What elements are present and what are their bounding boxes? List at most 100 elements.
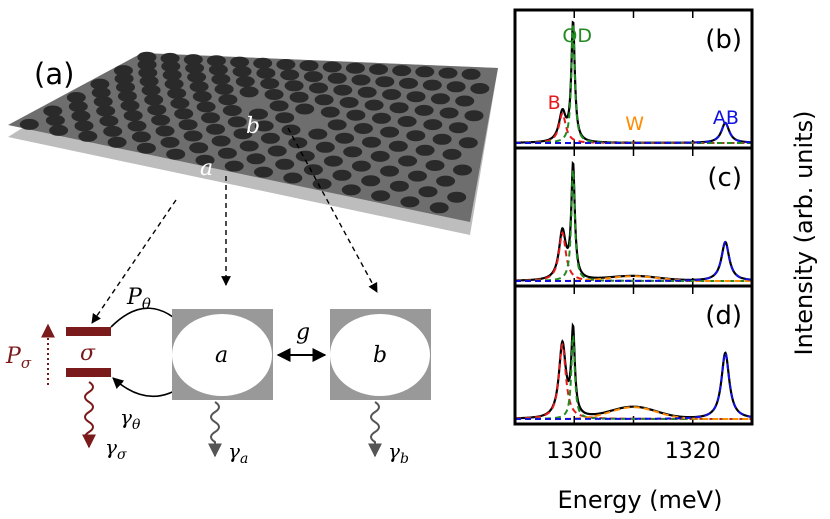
crystal-hole bbox=[275, 112, 295, 124]
projection-arrow-b bbox=[287, 127, 378, 293]
crystal-hole bbox=[357, 86, 377, 98]
crystal-hole bbox=[233, 128, 253, 140]
cavity-b-label: b bbox=[373, 343, 387, 368]
crystal-hole bbox=[406, 91, 426, 103]
series-W-line bbox=[515, 406, 752, 420]
crystal-hole bbox=[123, 110, 143, 122]
emitter-lower-level bbox=[66, 368, 111, 377]
crystal-hole bbox=[418, 186, 438, 198]
crystal-hole bbox=[314, 94, 334, 106]
crystal-hole bbox=[206, 123, 225, 135]
crystal-hole bbox=[309, 82, 328, 94]
crystal-hole bbox=[327, 72, 347, 84]
crystal-hole bbox=[160, 52, 180, 64]
panel-a: (a) b a bbox=[8, 51, 498, 324]
crystal-hole bbox=[141, 84, 161, 96]
crystal-hole bbox=[372, 112, 391, 124]
crystal-hole bbox=[322, 61, 342, 73]
crystal-hole bbox=[211, 135, 231, 147]
crystal-hole bbox=[432, 133, 452, 145]
crystal-hole bbox=[458, 137, 478, 149]
crystal-hole bbox=[71, 110, 91, 122]
crystal-hole bbox=[453, 164, 472, 176]
crystal-hole bbox=[90, 78, 110, 90]
crystal-hole bbox=[464, 110, 484, 122]
crystal-hole bbox=[380, 126, 400, 138]
crystal-hole bbox=[99, 115, 119, 127]
crystal-hole bbox=[399, 77, 418, 89]
spectrum-panel-2: (c) bbox=[513, 146, 754, 288]
crystal-hole bbox=[66, 92, 86, 103]
crystal-hole bbox=[120, 100, 140, 112]
crystal-hole bbox=[425, 160, 445, 171]
crystal-hole bbox=[208, 64, 228, 76]
crystal-hole bbox=[470, 83, 490, 94]
crystal-hole bbox=[430, 93, 450, 105]
crystal-hole bbox=[339, 97, 359, 108]
crystal-hole bbox=[295, 150, 315, 162]
cavity-a-label: a bbox=[215, 343, 228, 368]
crystal-hole bbox=[364, 99, 384, 111]
crystal-hole bbox=[260, 132, 280, 144]
crystal-hole bbox=[155, 125, 175, 137]
crystal-hole bbox=[436, 175, 456, 187]
model-diagram: Pσ σ γσ Pθ γθ a γa g b γb bbox=[5, 285, 431, 467]
pump-sigma-label: Pσ bbox=[5, 344, 32, 372]
crystal-hole bbox=[283, 172, 303, 184]
crystal-hole bbox=[230, 56, 250, 68]
crystal-hole bbox=[45, 114, 65, 126]
crystal-hole bbox=[201, 112, 220, 124]
crystal-hole bbox=[442, 148, 462, 160]
crystal-hole bbox=[260, 78, 280, 90]
crystal-hole bbox=[351, 160, 371, 172]
gamma-sigma-label: γσ bbox=[105, 435, 127, 463]
crystal-hole bbox=[174, 108, 194, 120]
crystal-hole bbox=[161, 60, 181, 72]
crystal-hole bbox=[375, 76, 395, 88]
crystal-hole bbox=[392, 65, 412, 77]
crystal-hole bbox=[388, 140, 408, 152]
crystal-hole bbox=[253, 57, 273, 69]
crystal-hole bbox=[160, 136, 180, 148]
crystal-hole bbox=[361, 175, 381, 187]
crystal-hole bbox=[189, 142, 209, 154]
crystal-hole bbox=[117, 90, 137, 102]
crystal-hole bbox=[103, 125, 123, 137]
crystal-hole bbox=[214, 83, 234, 95]
crystal-hole bbox=[192, 91, 212, 102]
cavity-a-mode bbox=[172, 314, 272, 396]
gamma-b-label: γb bbox=[388, 439, 409, 467]
crystal-hole bbox=[299, 60, 319, 72]
crystal-hole bbox=[178, 119, 198, 131]
crystal-hole bbox=[232, 66, 252, 77]
crystal-hole bbox=[43, 105, 63, 117]
crystal-hole bbox=[217, 147, 237, 159]
crystal-hole bbox=[113, 65, 133, 77]
crystal-hole bbox=[224, 160, 244, 172]
crystal-hole bbox=[346, 109, 366, 121]
crystal-hole bbox=[429, 202, 449, 214]
crystal-hole bbox=[389, 102, 409, 114]
slab-label-a: a bbox=[200, 156, 213, 181]
crystal-hole bbox=[264, 89, 284, 100]
crystal-hole bbox=[351, 74, 371, 86]
crystal-hole bbox=[438, 67, 458, 79]
crystal-hole bbox=[415, 66, 435, 78]
crystal-hole bbox=[96, 105, 116, 117]
crystal-hole bbox=[406, 130, 426, 142]
series-QD-line bbox=[515, 25, 752, 144]
crystal-hole bbox=[269, 100, 289, 112]
y-axis-label: Intensity (arb. units) bbox=[790, 111, 818, 356]
crystal-hole bbox=[206, 55, 226, 67]
series-QD-line bbox=[514, 169, 752, 282]
crystal-hole bbox=[68, 101, 88, 112]
crystal-hole bbox=[170, 97, 190, 109]
crystal-hole bbox=[446, 81, 466, 93]
crystal-hole bbox=[167, 87, 187, 99]
crystal-hole bbox=[288, 137, 308, 149]
crystal-hole bbox=[187, 71, 207, 83]
pump-theta-label: Pθ bbox=[126, 285, 151, 313]
crystal-hole bbox=[222, 105, 242, 116]
gamma-sigma-wave bbox=[82, 381, 96, 449]
